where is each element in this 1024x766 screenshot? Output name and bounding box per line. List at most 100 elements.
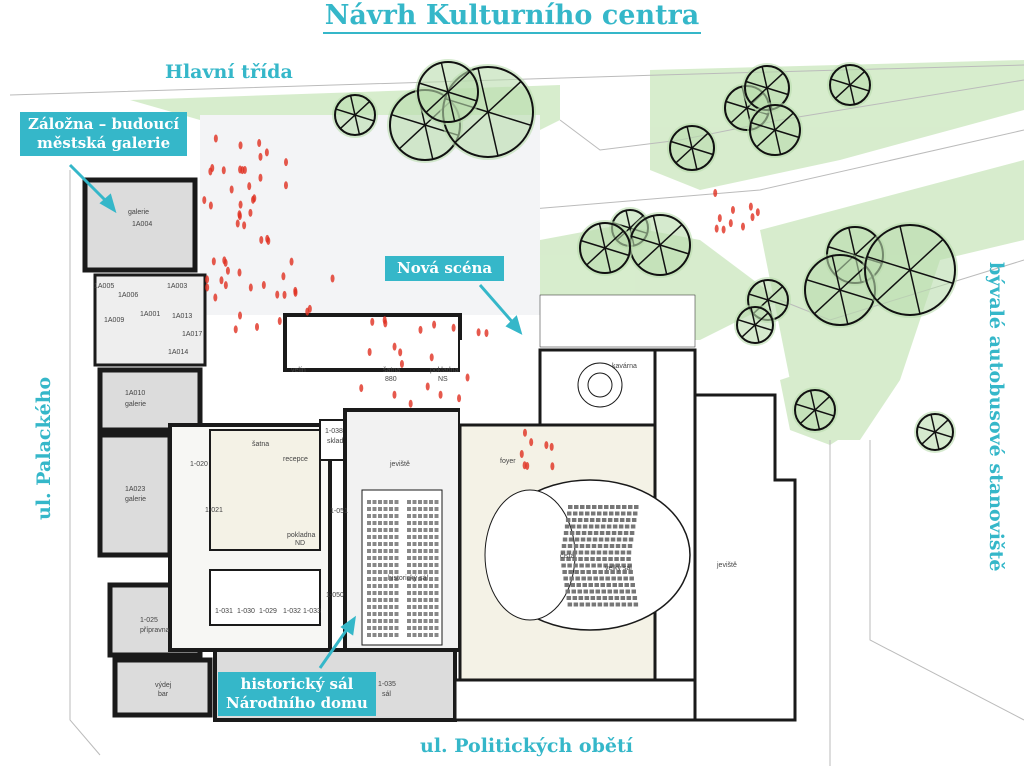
seat	[560, 557, 565, 561]
room-label: historický sál	[388, 575, 429, 582]
pedestrian	[755, 208, 760, 217]
seat	[614, 596, 620, 600]
seat	[389, 556, 393, 560]
seat	[591, 544, 597, 548]
pedestrian	[238, 200, 243, 209]
seat	[615, 563, 620, 568]
seat	[394, 598, 399, 602]
seat	[603, 602, 609, 607]
seat	[423, 549, 428, 553]
seat	[389, 514, 393, 518]
seat	[577, 518, 583, 522]
pedestrian	[247, 182, 252, 191]
pedestrian	[281, 272, 286, 281]
title-text: Návrh Kulturního centra	[322, 0, 702, 34]
tree-branch	[848, 227, 856, 256]
seat	[367, 598, 371, 602]
seat	[434, 577, 439, 581]
seat	[378, 619, 382, 623]
seat	[423, 612, 428, 616]
seat	[616, 570, 621, 574]
room-label: šatna	[252, 441, 269, 448]
tree-branch	[766, 87, 789, 96]
seat	[389, 598, 393, 602]
seat	[563, 576, 568, 581]
tree-branch	[454, 111, 489, 144]
tree-branch	[934, 431, 953, 439]
tree-branch	[814, 395, 831, 411]
callout-nova-scena: Nová scéna	[385, 256, 505, 281]
room-labels: galerie 1A004 1A005 1A006 1A003 1A001 1A…	[94, 209, 737, 698]
seat	[372, 528, 377, 532]
seat	[367, 535, 371, 539]
tree-branch	[754, 324, 760, 343]
seat	[412, 556, 417, 560]
seat	[614, 511, 620, 516]
seat	[565, 589, 571, 594]
seat	[378, 507, 382, 511]
tree-branch	[774, 112, 794, 131]
tree-branch	[604, 230, 624, 249]
seat	[583, 589, 589, 594]
tree-branch	[934, 431, 940, 450]
street-label-north: Hlavní třída	[165, 61, 293, 83]
room-label: 1A010	[125, 390, 145, 397]
seat	[394, 584, 399, 588]
tree-branch	[750, 87, 768, 104]
seat	[418, 619, 422, 623]
room-label: 1-031	[215, 608, 233, 615]
room-label: pokladna	[287, 532, 316, 539]
seat	[564, 583, 569, 587]
seat	[378, 598, 382, 602]
pedestrian	[429, 353, 434, 362]
seat	[588, 524, 594, 529]
seat	[569, 576, 574, 581]
room-label: výdej	[155, 682, 172, 689]
seat	[418, 577, 422, 581]
room-label: 1-025	[140, 617, 158, 624]
room-label: 1-038	[325, 428, 343, 435]
seat	[620, 550, 626, 555]
seat	[418, 535, 422, 539]
seat	[378, 542, 382, 546]
seat	[575, 531, 581, 535]
seat	[412, 619, 417, 623]
seat	[569, 531, 575, 535]
seat	[407, 591, 411, 595]
seat	[372, 500, 377, 504]
seat	[418, 500, 422, 504]
seat	[418, 507, 422, 511]
seat	[407, 500, 411, 504]
pedestrian	[399, 359, 404, 368]
seat	[418, 528, 422, 532]
seat	[407, 626, 411, 630]
seat	[367, 521, 371, 525]
tree-branch	[750, 121, 776, 131]
seat	[579, 563, 584, 568]
seat	[372, 626, 377, 630]
seat	[561, 563, 566, 568]
tree-branch	[354, 114, 361, 135]
seat	[573, 602, 579, 607]
room-label: 1A005	[94, 283, 114, 290]
seat	[622, 537, 628, 542]
tree-icon	[827, 62, 873, 108]
pedestrian	[255, 322, 260, 331]
seat	[383, 570, 388, 574]
tree-branch	[814, 409, 821, 430]
seat	[418, 584, 422, 588]
seat	[367, 633, 371, 637]
seat	[603, 563, 608, 568]
pedestrian	[258, 152, 263, 161]
pedestrian	[717, 214, 722, 223]
seat	[429, 584, 433, 588]
seat	[378, 612, 382, 616]
room-label: bar	[158, 691, 169, 698]
seat	[632, 511, 638, 516]
seat	[590, 511, 596, 516]
seat	[418, 605, 422, 609]
seat	[378, 535, 382, 539]
seat	[372, 535, 377, 539]
seat	[367, 619, 371, 623]
pedestrian	[432, 320, 437, 329]
